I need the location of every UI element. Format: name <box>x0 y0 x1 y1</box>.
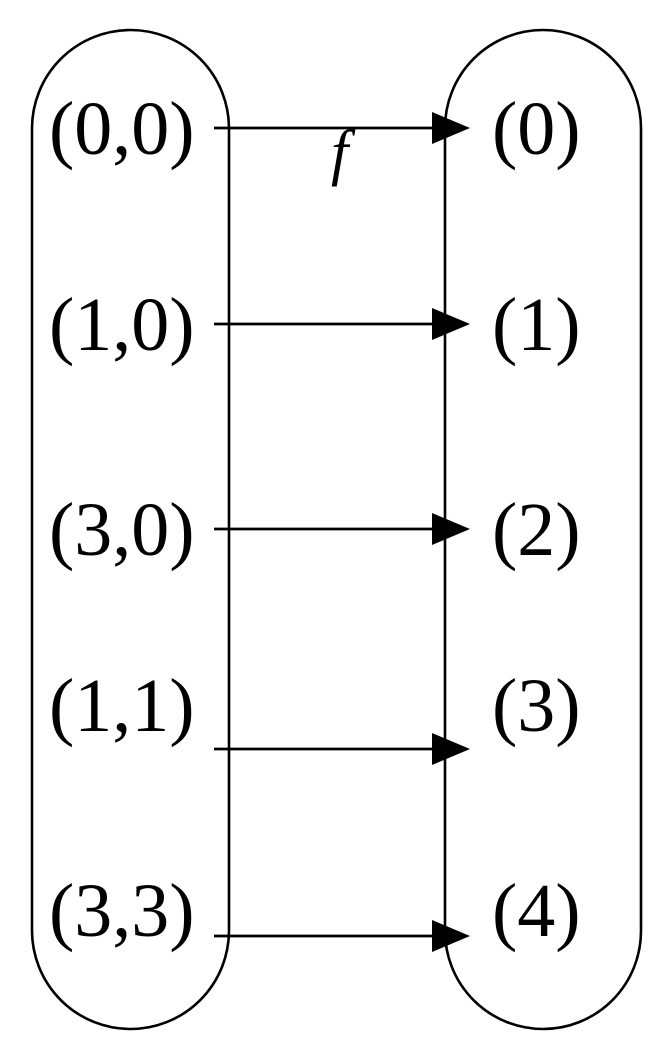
codomain-element-0: (0) <box>492 87 581 171</box>
mapping-function-label: f <box>331 119 349 187</box>
domain-element-4: (3,3) <box>49 869 195 953</box>
mapping-arrow-4 <box>214 733 470 765</box>
codomain-element-4: (4) <box>492 869 581 953</box>
codomain-element-3: (3) <box>492 664 581 748</box>
mapping-arrow-1 <box>214 112 470 144</box>
mapping-arrow-2 <box>214 308 470 340</box>
domain-element-0: (0,0) <box>49 87 195 171</box>
domain-element-3: (1,1) <box>49 664 195 748</box>
mapping-arrow-3 <box>214 513 470 545</box>
domain-element-2: (3,0) <box>49 488 195 572</box>
domain-element-1: (1,0) <box>49 283 195 367</box>
codomain-element-1: (1) <box>492 283 581 367</box>
codomain-element-2: (2) <box>492 488 581 572</box>
mapping-arrow-5 <box>214 920 470 952</box>
